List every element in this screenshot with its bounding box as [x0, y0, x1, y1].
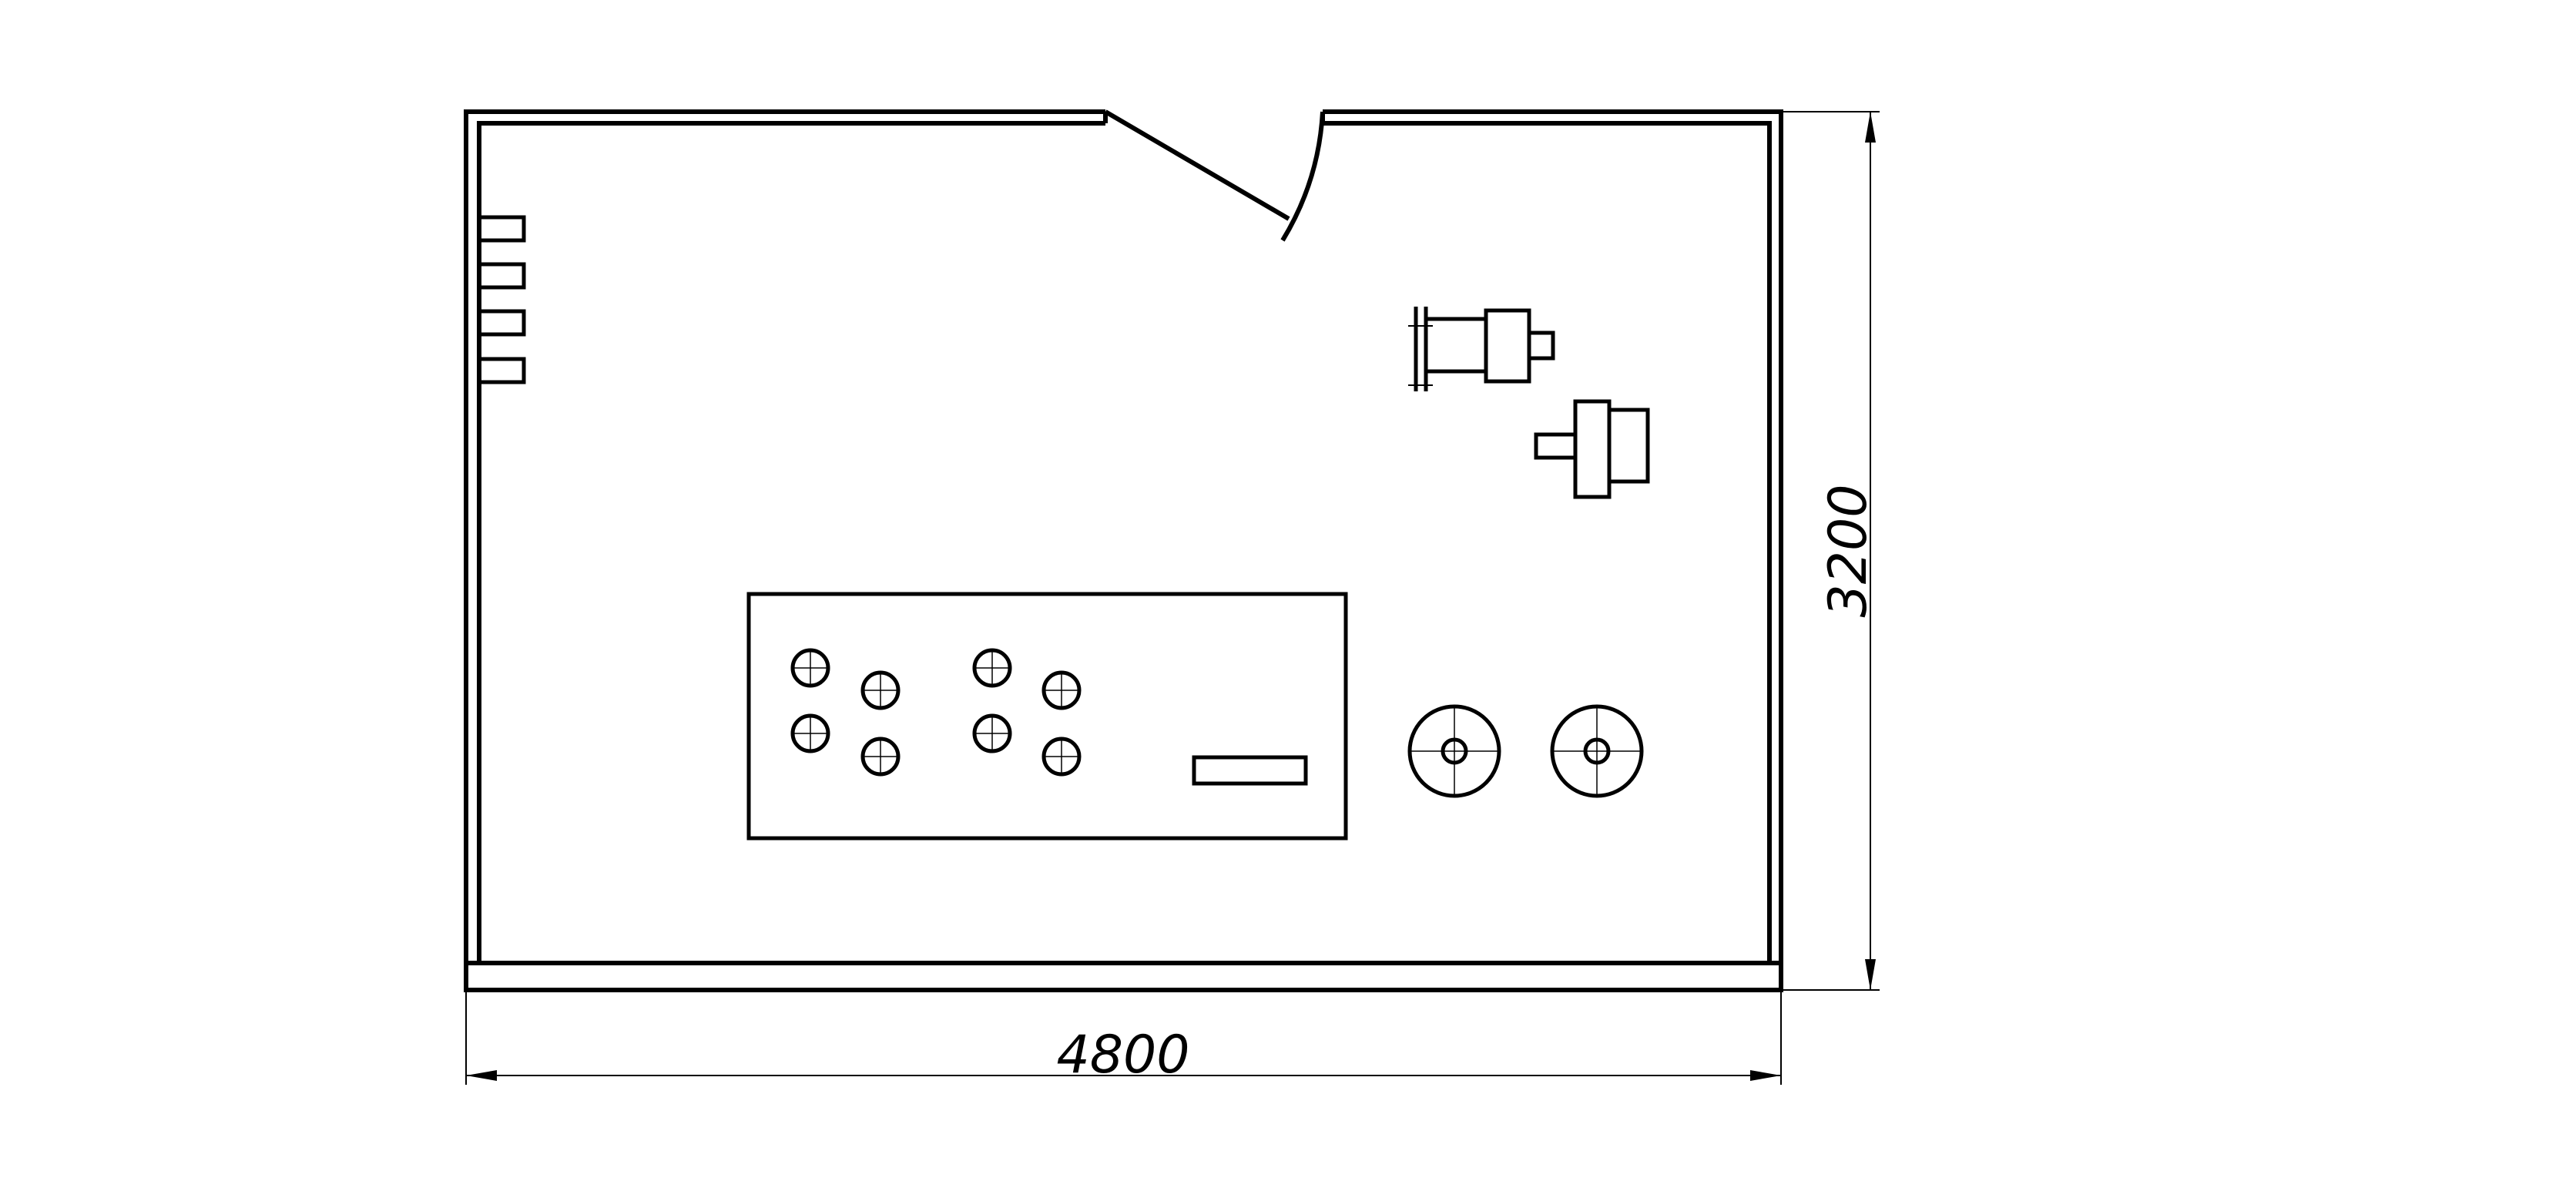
round-fixtures	[1407, 704, 1644, 798]
panel-display-slot	[1192, 755, 1308, 786]
machine-housing	[1484, 308, 1531, 384]
radiator-fin	[477, 357, 526, 384]
door-swing-arc	[1280, 111, 1325, 242]
dimension-width: 4800	[465, 992, 1782, 1086]
radiator-fin	[477, 262, 526, 290]
dimension-width-label: 4800	[1056, 1025, 1189, 1086]
radiator-fin	[477, 215, 526, 243]
dimension-height: 3200	[1783, 111, 1880, 991]
radiator-fin	[477, 309, 526, 337]
panel-outline	[746, 592, 1348, 841]
door	[1104, 109, 1325, 242]
machine-head	[1607, 408, 1650, 484]
room-walls	[464, 109, 1783, 992]
outer-wall	[464, 109, 1783, 992]
round-fixture-right	[1550, 704, 1644, 798]
door-leaf	[1104, 109, 1290, 221]
machine-shaft-body	[1424, 317, 1488, 374]
dimension-arrow	[466, 1070, 497, 1081]
dimension-height-label: 3200	[1818, 484, 1879, 617]
machine-nozzle	[1527, 331, 1555, 361]
machine-arm	[1534, 432, 1578, 460]
machine-symbol-lower	[1534, 399, 1650, 499]
machine-symbol-upper	[1408, 307, 1555, 391]
machine-column	[1573, 399, 1612, 499]
control-panel	[746, 592, 1348, 841]
dimension-arrow	[1865, 112, 1876, 143]
panel-knobs	[790, 648, 1082, 777]
dimension-arrow	[1865, 959, 1876, 990]
radiator-fins	[477, 215, 526, 384]
dimension-arrow	[1750, 1070, 1781, 1081]
round-fixture-left	[1407, 704, 1501, 798]
